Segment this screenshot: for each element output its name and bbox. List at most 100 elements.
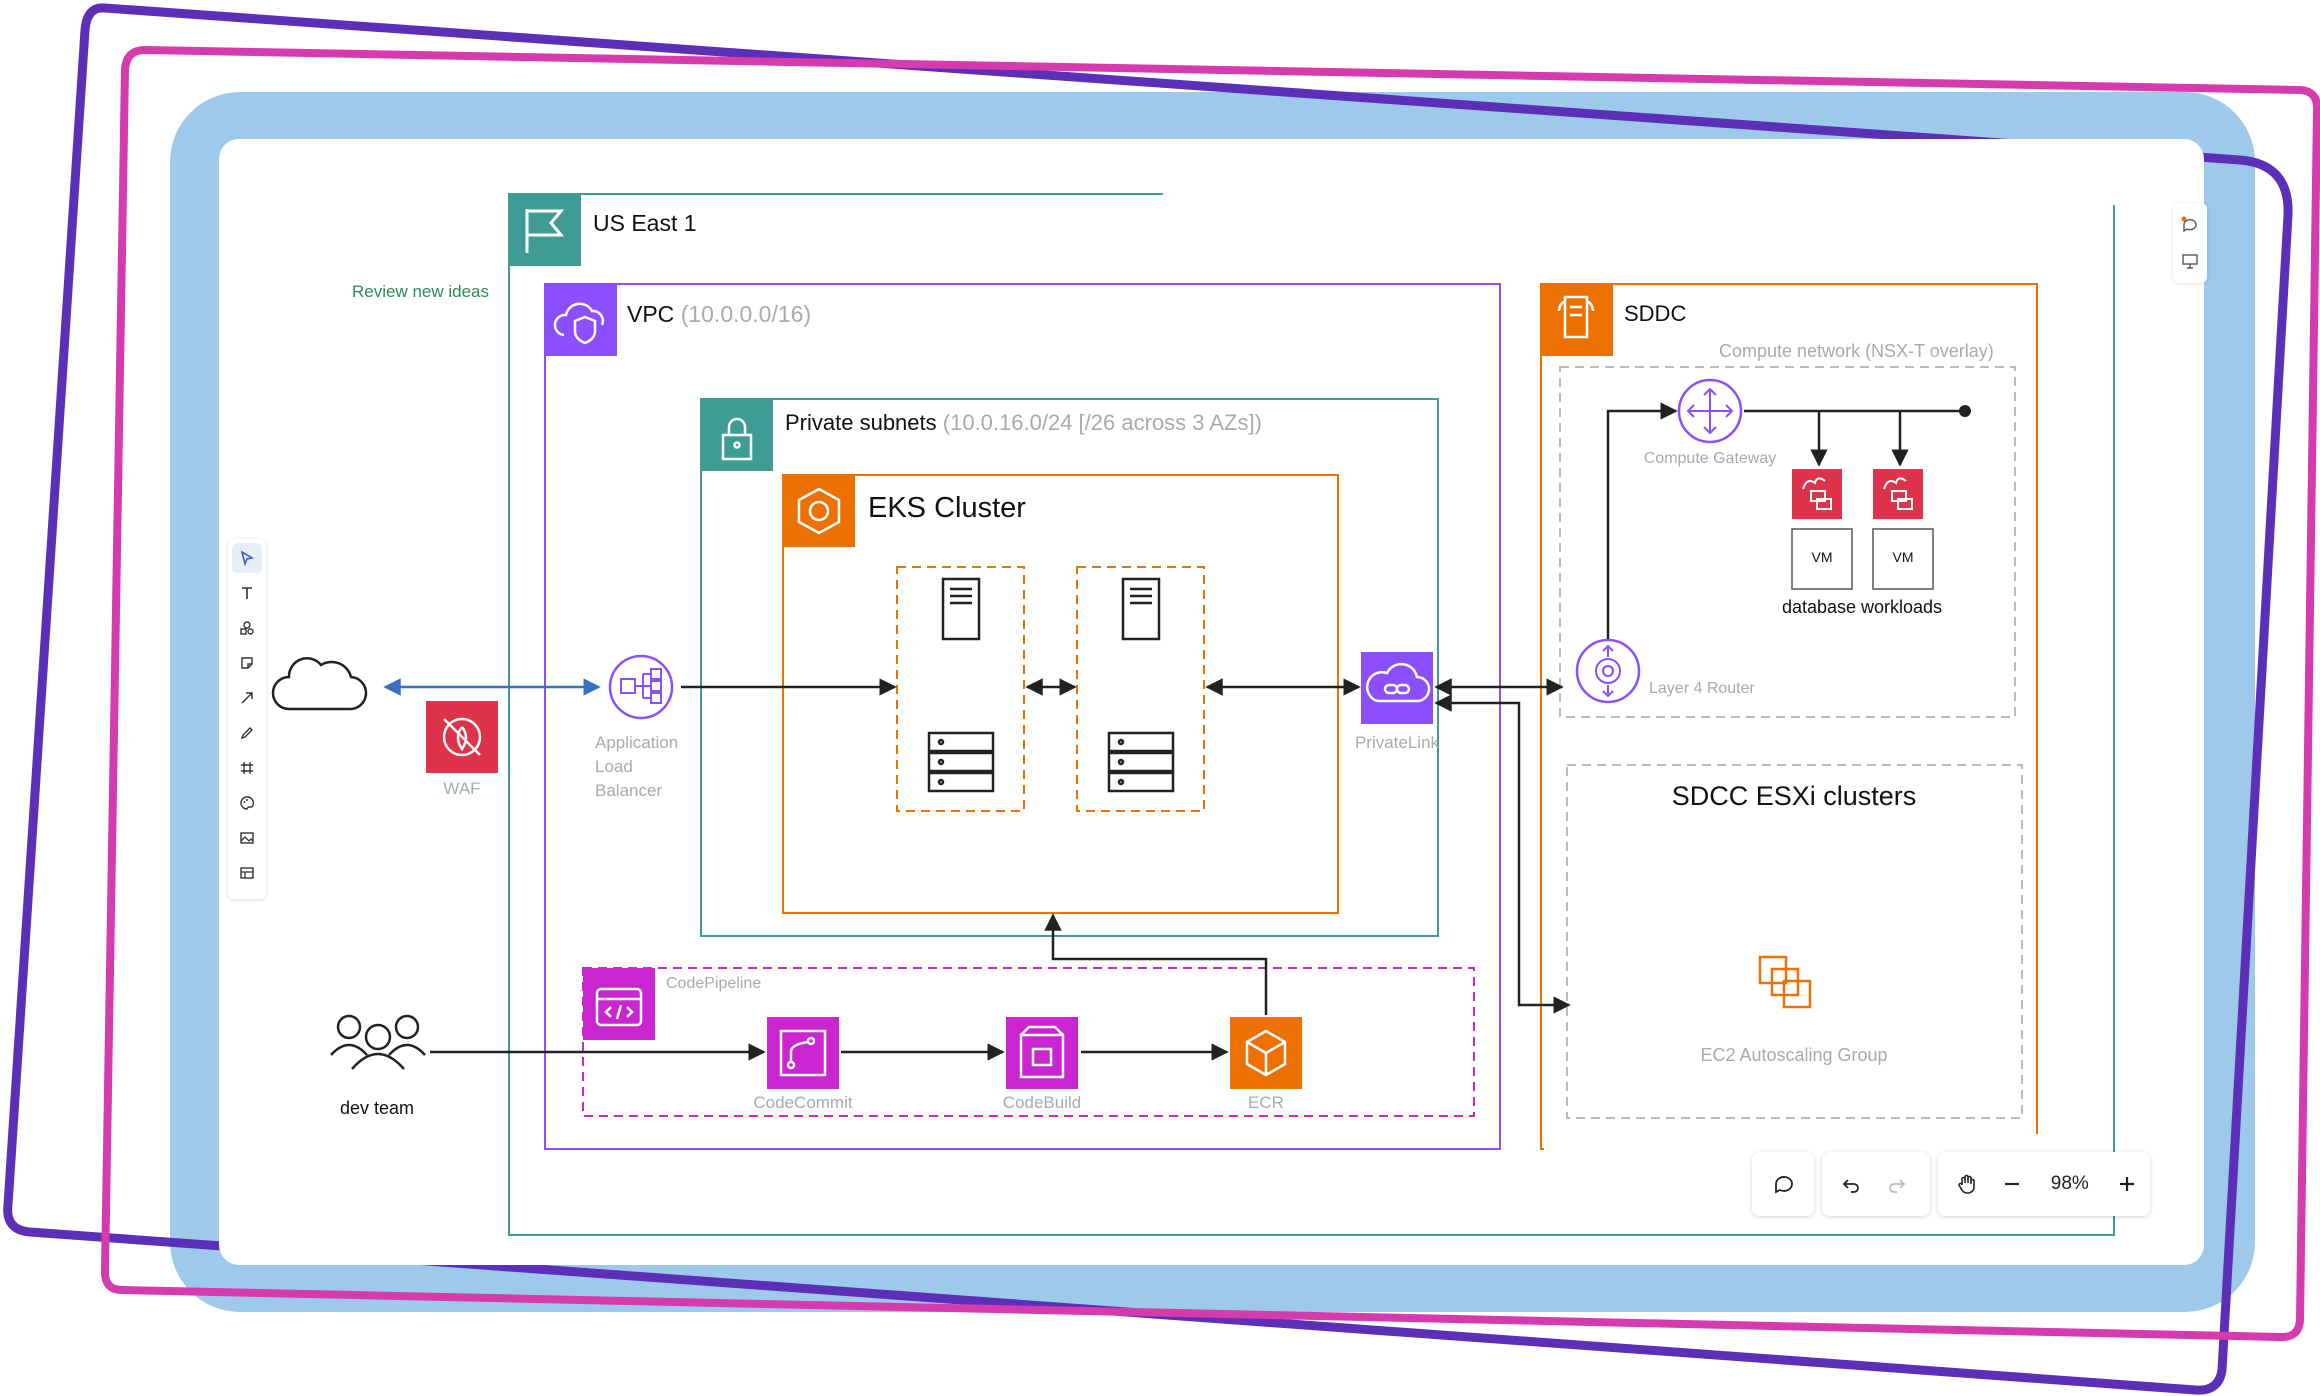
architecture-diagram	[271, 193, 2115, 1236]
layer4-router-node[interactable]	[1575, 638, 1641, 704]
database-icon	[1802, 477, 1832, 510]
whiteboard-canvas[interactable]: Review new ideas US East 1 VPC (10.0.0.0…	[219, 139, 2204, 1265]
esxi-label: SDCC ESXi clusters	[1671, 781, 1917, 811]
palette-tool-button[interactable]	[232, 788, 262, 818]
codebuild-icon	[1019, 1025, 1065, 1079]
palette-icon	[240, 796, 255, 810]
arrow-icon	[241, 692, 253, 704]
comment-button[interactable]	[1760, 1161, 1806, 1207]
vpc-cidr: (10.0.0.0/16)	[680, 301, 812, 327]
compute-network-label: Compute network (NSX-T overlay)	[1719, 341, 1994, 361]
undo-button[interactable]	[1828, 1161, 1874, 1207]
eks-cluster-group[interactable]	[782, 474, 1339, 914]
esxi-clusters-group[interactable]	[1566, 764, 2023, 1119]
table-icon	[240, 867, 254, 879]
devteam-label: dev team	[339, 1098, 415, 1118]
eks-label: EKS Cluster	[868, 492, 1026, 524]
shapes-icon	[240, 621, 254, 635]
sddc-icon	[1557, 295, 1595, 339]
codecommit-icon	[779, 1029, 827, 1077]
codebuild-node[interactable]	[1006, 1017, 1078, 1089]
pen-tool-button[interactable]	[232, 718, 262, 748]
compute-gateway-label: Compute Gateway	[1643, 450, 1777, 467]
private-subnets-group[interactable]	[700, 398, 1439, 937]
redo-icon	[1889, 1179, 1906, 1193]
internet-cloud-icon[interactable]	[271, 657, 368, 711]
arrow-tool-button[interactable]	[232, 683, 262, 713]
waf-node[interactable]	[426, 701, 498, 773]
node-group-2[interactable]	[1076, 566, 1205, 812]
image-tool-button[interactable]	[232, 823, 262, 853]
codebuild-label: CodeBuild	[1002, 1093, 1082, 1112]
sticky-note-tool-button[interactable]	[232, 648, 262, 678]
frame-tool-button[interactable]	[232, 753, 262, 783]
subnet-cidr: (10.0.16.0/24 [/26 across 3 AZs])	[942, 410, 1262, 435]
vpc-cloud-icon	[553, 302, 605, 345]
alb-label: Application Load Balancer	[595, 731, 678, 803]
compute-network-group[interactable]	[1559, 366, 2016, 718]
shapes-tool-button[interactable]	[232, 613, 262, 643]
hand-tool-button[interactable]	[1944, 1161, 1990, 1207]
router-icon	[1686, 387, 1734, 435]
zoom-in-icon	[2120, 1177, 2135, 1191]
region-us-east-1[interactable]	[508, 193, 2115, 1236]
sddc-group[interactable]	[1540, 283, 2038, 1150]
hand-icon	[1957, 1174, 1975, 1194]
vm-label-1: VM	[1811, 549, 1833, 565]
node-group-1[interactable]	[896, 566, 1025, 812]
alb-label-line-3: Balancer	[595, 781, 663, 800]
asg-label: EC2 Autoscaling Group	[1700, 1045, 1888, 1065]
zoom-in-button[interactable]	[2104, 1161, 2150, 1207]
pen-icon	[240, 727, 253, 740]
subnet-label: Private subnets	[785, 410, 937, 435]
left-toolbar	[228, 539, 266, 899]
vm-host-2[interactable]	[1872, 469, 1934, 590]
comment-icon	[1775, 1176, 1793, 1194]
codecommit-node[interactable]	[767, 1017, 839, 1089]
select-tool-button[interactable]	[232, 543, 262, 573]
flag-icon	[525, 209, 565, 253]
ec2-asg-icon[interactable]	[1758, 955, 1812, 1009]
purple-frame	[3, 3, 2293, 1395]
vm-host-1[interactable]	[1791, 469, 1853, 590]
compute-gateway-node[interactable]	[1677, 378, 1743, 444]
server-icon	[941, 577, 981, 641]
redo-button[interactable]	[1874, 1161, 1920, 1207]
privatelink-node[interactable]	[1361, 652, 1433, 724]
load-balancer-icon	[620, 668, 662, 704]
table-tool-button[interactable]	[232, 858, 262, 888]
database-workloads-label: database workloads	[1781, 597, 1943, 617]
text-tool-button[interactable]	[232, 578, 262, 608]
alb-label-line-2: Load	[595, 757, 633, 776]
ecr-node[interactable]	[1230, 1017, 1302, 1089]
undo-icon	[1842, 1179, 1859, 1193]
present-icon	[2182, 254, 2198, 269]
dev-team-icon[interactable]	[330, 1014, 426, 1070]
zoom-out-button[interactable]	[1990, 1161, 2036, 1207]
review-note[interactable]: Review new ideas	[352, 282, 490, 301]
comments-toggle[interactable]	[2180, 215, 2200, 235]
eks-icon	[797, 487, 841, 535]
codecommit-label: CodeCommit	[753, 1093, 853, 1112]
zoom-level[interactable]: 98%	[2050, 1173, 2089, 1194]
alb-node[interactable]	[608, 654, 674, 720]
subnet-title: Private subnets (10.0.16.0/24 [/26 acros…	[785, 410, 1262, 436]
image-icon	[240, 832, 254, 844]
lock-icon	[721, 417, 753, 461]
l4-router-icon	[1595, 644, 1621, 698]
vm-label-2: VM	[1892, 549, 1914, 565]
comment-group	[1752, 1152, 1814, 1216]
vpc-label: VPC	[627, 301, 675, 327]
right-side-panel	[2173, 203, 2207, 283]
history-group	[1822, 1152, 1930, 1216]
text-icon	[242, 587, 252, 599]
cursor-icon	[240, 550, 255, 566]
codepipeline-label: CodePipeline	[666, 975, 762, 992]
magenta-frame	[100, 45, 2320, 1342]
ecr-icon	[1245, 1029, 1287, 1077]
codepipeline-group[interactable]	[582, 967, 1475, 1117]
vpc-title: VPC (10.0.0.0/16)	[627, 301, 811, 328]
present-button[interactable]	[2180, 251, 2200, 271]
region-label: US East 1	[593, 210, 697, 236]
sticky-note-icon	[241, 657, 253, 669]
